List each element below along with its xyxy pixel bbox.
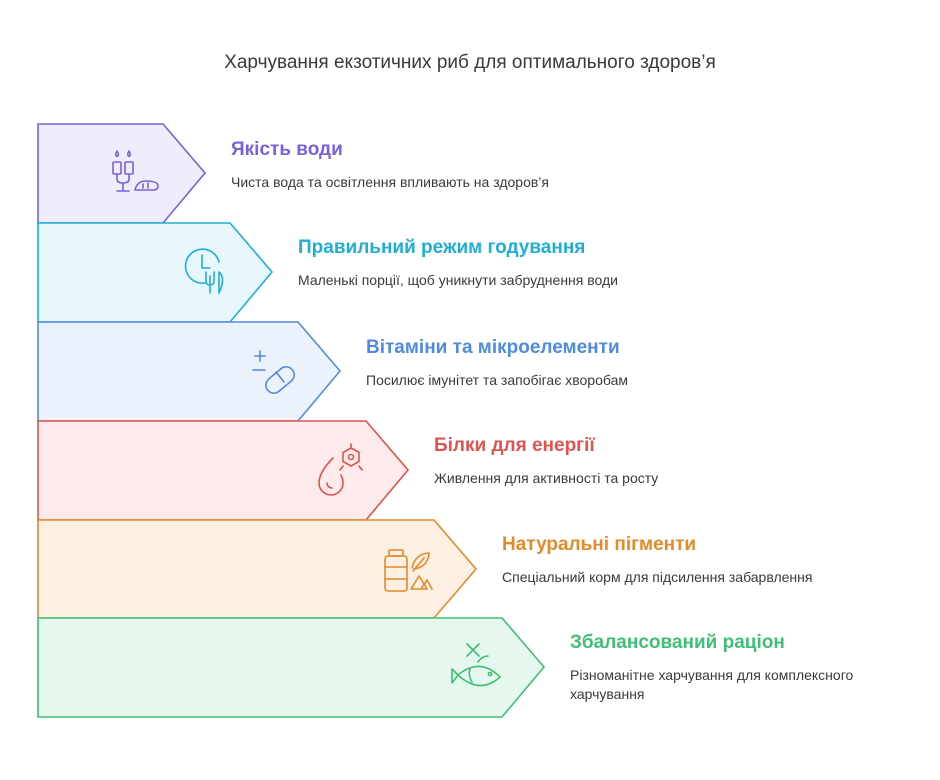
step-6-text: Збалансований раціон Різноманітне харчув… <box>570 632 900 704</box>
step-6-description: Різноманітне харчування для комплексного… <box>570 667 854 702</box>
water-drops-plant-icon <box>112 150 159 192</box>
step-2-description: Маленькі порції, щоб уникнути забрудненн… <box>298 272 619 288</box>
drop-molecule-icon <box>318 443 363 496</box>
step-6-shape <box>37 617 546 718</box>
step-6-title: Збалансований раціон <box>570 632 785 653</box>
step-1-shape <box>37 123 207 224</box>
step-5-shape <box>37 519 478 619</box>
step-3-description: Посилює імунітет та запобігає хворобам <box>366 372 628 388</box>
step-2-title: Правильний режим годування <box>298 237 586 258</box>
step-4-text: Білки для енергії Живлення для активност… <box>434 435 764 488</box>
fish-icon <box>451 643 501 687</box>
step-1-description: Чиста вода та освітлення впливають на зд… <box>231 174 549 190</box>
clock-fork-icon <box>184 248 224 294</box>
pill-icon <box>252 350 295 394</box>
step-3-text: Вітаміни та мікроелементи Посилює імуніт… <box>366 337 696 390</box>
step-4-description: Живлення для активності та росту <box>434 470 659 486</box>
step-4-title: Білки для енергії <box>434 435 595 456</box>
step-3-title: Вітаміни та мікроелементи <box>366 337 620 358</box>
step-5-title: Натуральні пігменти <box>502 534 697 555</box>
step-2-text: Правильний режим годування Маленькі порц… <box>298 237 628 290</box>
step-1-text: Якість води Чиста вода та освітлення впл… <box>231 139 561 192</box>
jar-leaf-icon <box>384 549 433 592</box>
step-5-text: Натуральні пігменти Спеціальний корм для… <box>502 534 832 587</box>
step-4-shape <box>37 420 410 521</box>
step-2-shape <box>37 222 274 323</box>
step-5-description: Спеціальний корм для підсилення забарвле… <box>502 569 813 585</box>
step-1-title: Якість води <box>231 139 343 160</box>
page-title: Харчування екзотичних риб для оптимально… <box>224 52 716 73</box>
step-3-shape <box>37 321 342 422</box>
